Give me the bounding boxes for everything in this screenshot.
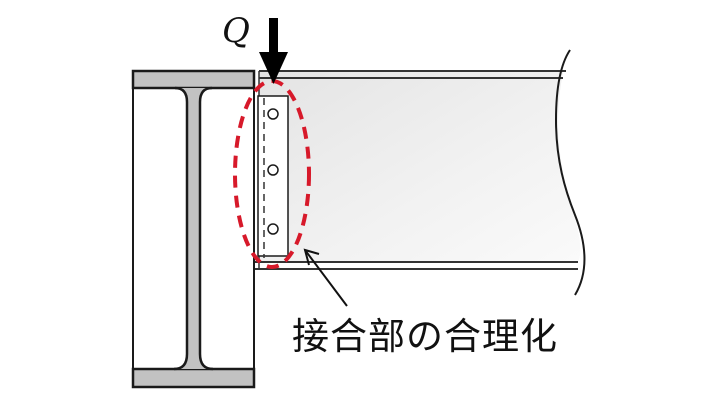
caption-joint-rationalization: 接合部の合理化 bbox=[292, 315, 558, 358]
break-line bbox=[554, 49, 586, 296]
shear-plate bbox=[257, 95, 289, 258]
column-bottom-flange bbox=[131, 367, 256, 389]
joint-highlight-ellipse bbox=[233, 79, 311, 269]
bolt-icon bbox=[267, 108, 279, 120]
beam bbox=[255, 49, 586, 296]
leader-arrow-icon bbox=[303, 248, 348, 307]
load-arrow-icon bbox=[259, 18, 288, 84]
column-top-flange bbox=[131, 69, 256, 90]
bolt-icon bbox=[267, 164, 279, 176]
load-label: Q bbox=[222, 11, 250, 51]
column-h-section bbox=[131, 69, 256, 389]
column-web bbox=[174, 88, 213, 369]
bolt-icon bbox=[267, 223, 279, 235]
